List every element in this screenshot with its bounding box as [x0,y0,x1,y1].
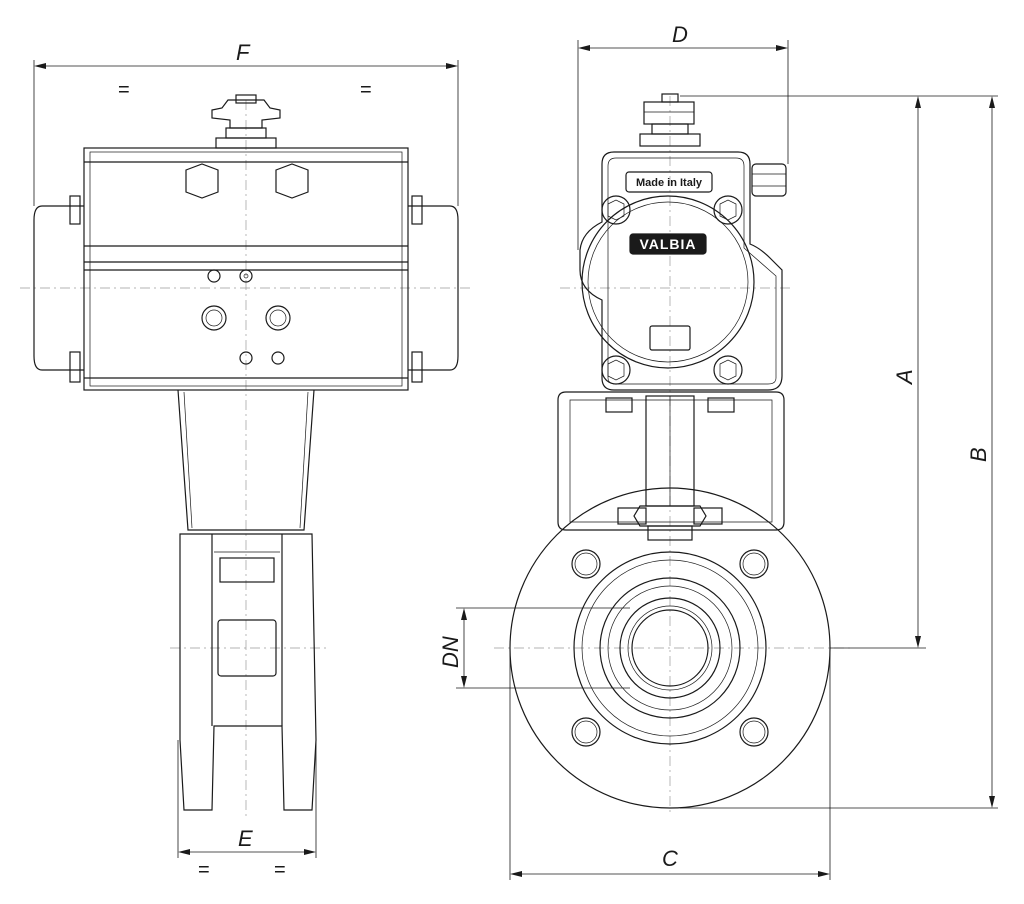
dimension-B: B [680,96,998,809]
dimension-A: A [680,95,998,649]
actuator-handwheel-side [639,93,701,147]
indicator-window [649,325,691,351]
dimension-DN: DN [438,607,630,689]
dimension-label-B: B [966,447,991,462]
dimension-F: F = = [33,40,459,206]
dimension-label-C: C [662,846,678,871]
front-view: F = = E = = [20,40,470,881]
equal-sign: = [198,859,210,881]
hex-bolt [185,163,219,199]
actuator-housing-side: Made in Italy VALBIA [579,151,787,391]
dimension-C: C [509,648,831,880]
equal-sign: = [274,859,286,881]
dimension-E: E = = [177,740,317,881]
equal-sign: = [360,79,372,101]
dimension-label-DN: DN [438,636,463,668]
dimension-label-D: D [672,22,688,47]
dimension-label-A: A [892,369,917,386]
brand-plate [629,233,707,255]
mounting-bracket [177,389,315,531]
dimension-label-E: E [238,826,253,851]
actuator-handwheel [211,94,281,149]
side-view: Made in Italy VALBIA [438,22,998,880]
valve-body-side [179,533,317,811]
hex-bolt [275,163,309,199]
dimension-D: D [577,22,789,250]
equal-sign: = [118,79,130,101]
made-in-italy-plate [625,171,713,193]
dimension-label-F: F [236,40,251,65]
valve-flange [509,487,831,809]
mounting-frame [557,391,785,541]
brand-text: VALBIA [639,236,696,252]
actuator-body [33,147,459,391]
made-in-italy-text: Made in Italy [636,177,703,189]
